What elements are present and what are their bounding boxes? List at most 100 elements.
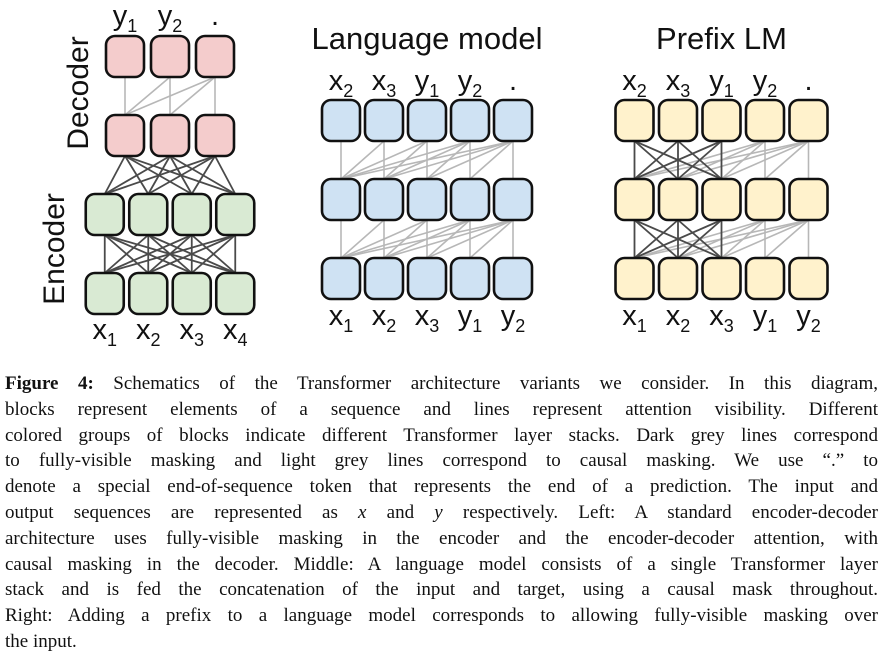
token-label: y1 [458, 300, 483, 336]
block [149, 34, 191, 79]
block [614, 98, 655, 143]
token-label: x3 [709, 300, 734, 336]
token-label: . [211, 0, 219, 32]
caption-line: denote a special end-of-sequence token t… [5, 474, 878, 500]
attention-line-fully-visible [191, 234, 236, 274]
caption-text: colored groups of blocks indicate differ… [5, 424, 878, 446]
token-label: x3 [415, 300, 440, 336]
caption-line: causal masking in the decoder. Middle: A… [5, 552, 878, 578]
block [149, 113, 191, 158]
attention-line-causal [764, 140, 810, 180]
block [406, 98, 448, 143]
caption-line: colored groups of blocks indicate differ… [5, 423, 878, 449]
attention-line-causal [340, 140, 514, 180]
block [744, 256, 786, 301]
caption-text: Right: Adding a prefix to a language mod… [5, 605, 878, 627]
attention-line-causal [426, 140, 514, 180]
attention-line-causal [383, 140, 514, 180]
attention-line-causal [124, 76, 216, 116]
caption-line: Figure 4: Schematics of the Transformer … [5, 371, 878, 397]
caption-text: the input. [5, 630, 77, 652]
caption-text: and [366, 501, 435, 523]
caption-line: blocks represent elements of a sequence … [5, 397, 878, 423]
stack-label-decoder: Decoder [62, 36, 95, 149]
caption-line: the input. [5, 629, 878, 655]
attention-line-causal [340, 140, 385, 180]
caption-text: denote a special end-of-sequence token t… [5, 476, 878, 498]
attention-line-causal [340, 219, 514, 259]
caption-text: output sequences are represented as [5, 501, 359, 523]
block [194, 113, 236, 158]
block [84, 271, 126, 316]
caption-text: respectively. Left: A standard encoder-d… [442, 501, 878, 523]
caption-text: x [358, 501, 367, 523]
block [614, 256, 655, 301]
token-label: x2 [666, 300, 691, 336]
attention-line-causal [426, 219, 514, 259]
token-label: y1 [753, 300, 778, 336]
caption-line: architecture uses fully-visible masking … [5, 526, 878, 552]
token-label: x4 [223, 314, 248, 350]
attention-line-causal [124, 76, 171, 116]
token-label: y2 [501, 300, 526, 336]
attention-line-causal [677, 219, 809, 259]
figure-label: Figure 4: [5, 373, 94, 394]
attention-line-causal [340, 219, 428, 259]
attention-line-fully-visible [634, 140, 722, 180]
block [657, 98, 699, 143]
attention-line-causal [764, 219, 810, 259]
block [194, 34, 236, 79]
block [214, 271, 256, 316]
token-label: . [509, 65, 517, 97]
attention-line-causal [677, 140, 809, 180]
token-label: y1 [709, 65, 734, 101]
attention-line-fully-visible [633, 219, 679, 259]
block [320, 98, 362, 143]
block [363, 256, 405, 301]
block [788, 98, 829, 143]
attention-line-causal [340, 140, 471, 180]
attention-line-causal [340, 140, 428, 180]
attention-line-fully-visible [677, 140, 723, 180]
token-label: x3 [372, 65, 397, 101]
block [788, 256, 829, 301]
caption-line: stack and is fed the concatenation of th… [5, 577, 878, 603]
token-label: x1 [92, 314, 117, 350]
token-label: x2 [136, 314, 161, 350]
attention-line-fully-visible [633, 140, 679, 180]
attention-line-causal [721, 140, 809, 180]
block [657, 256, 699, 301]
block [320, 256, 362, 301]
attention-line-causal [469, 140, 514, 180]
attention-line-fully-visible [634, 219, 722, 259]
token-label: y2 [458, 65, 483, 101]
block [701, 98, 742, 143]
attention-line-causal [169, 76, 216, 116]
block [449, 256, 491, 301]
caption-text: y [434, 501, 443, 523]
attention-line-fully-visible [104, 234, 149, 274]
token-label: x2 [372, 300, 397, 336]
block [320, 177, 362, 222]
token-label: y2 [753, 65, 778, 101]
attention-line-causal [721, 219, 809, 259]
attention-line-causal [340, 219, 385, 259]
caption-text: causal masking in the decoder. Middle: A… [5, 553, 878, 575]
token-label: y1 [113, 0, 138, 36]
token-label: . [804, 65, 812, 97]
block [127, 271, 169, 316]
token-label: x1 [622, 300, 647, 336]
attention-line-fully-visible [147, 155, 216, 195]
stack-label-encoder: Encoder [38, 193, 71, 305]
block [406, 177, 448, 222]
attention-line-fully-visible [104, 234, 236, 274]
token-label: x2 [329, 65, 354, 101]
attention-line-fully-visible [147, 234, 236, 274]
block [614, 177, 655, 222]
token-label: y2 [158, 0, 183, 36]
attention-line-fully-visible [190, 155, 216, 195]
token-label: x3 [666, 65, 691, 101]
